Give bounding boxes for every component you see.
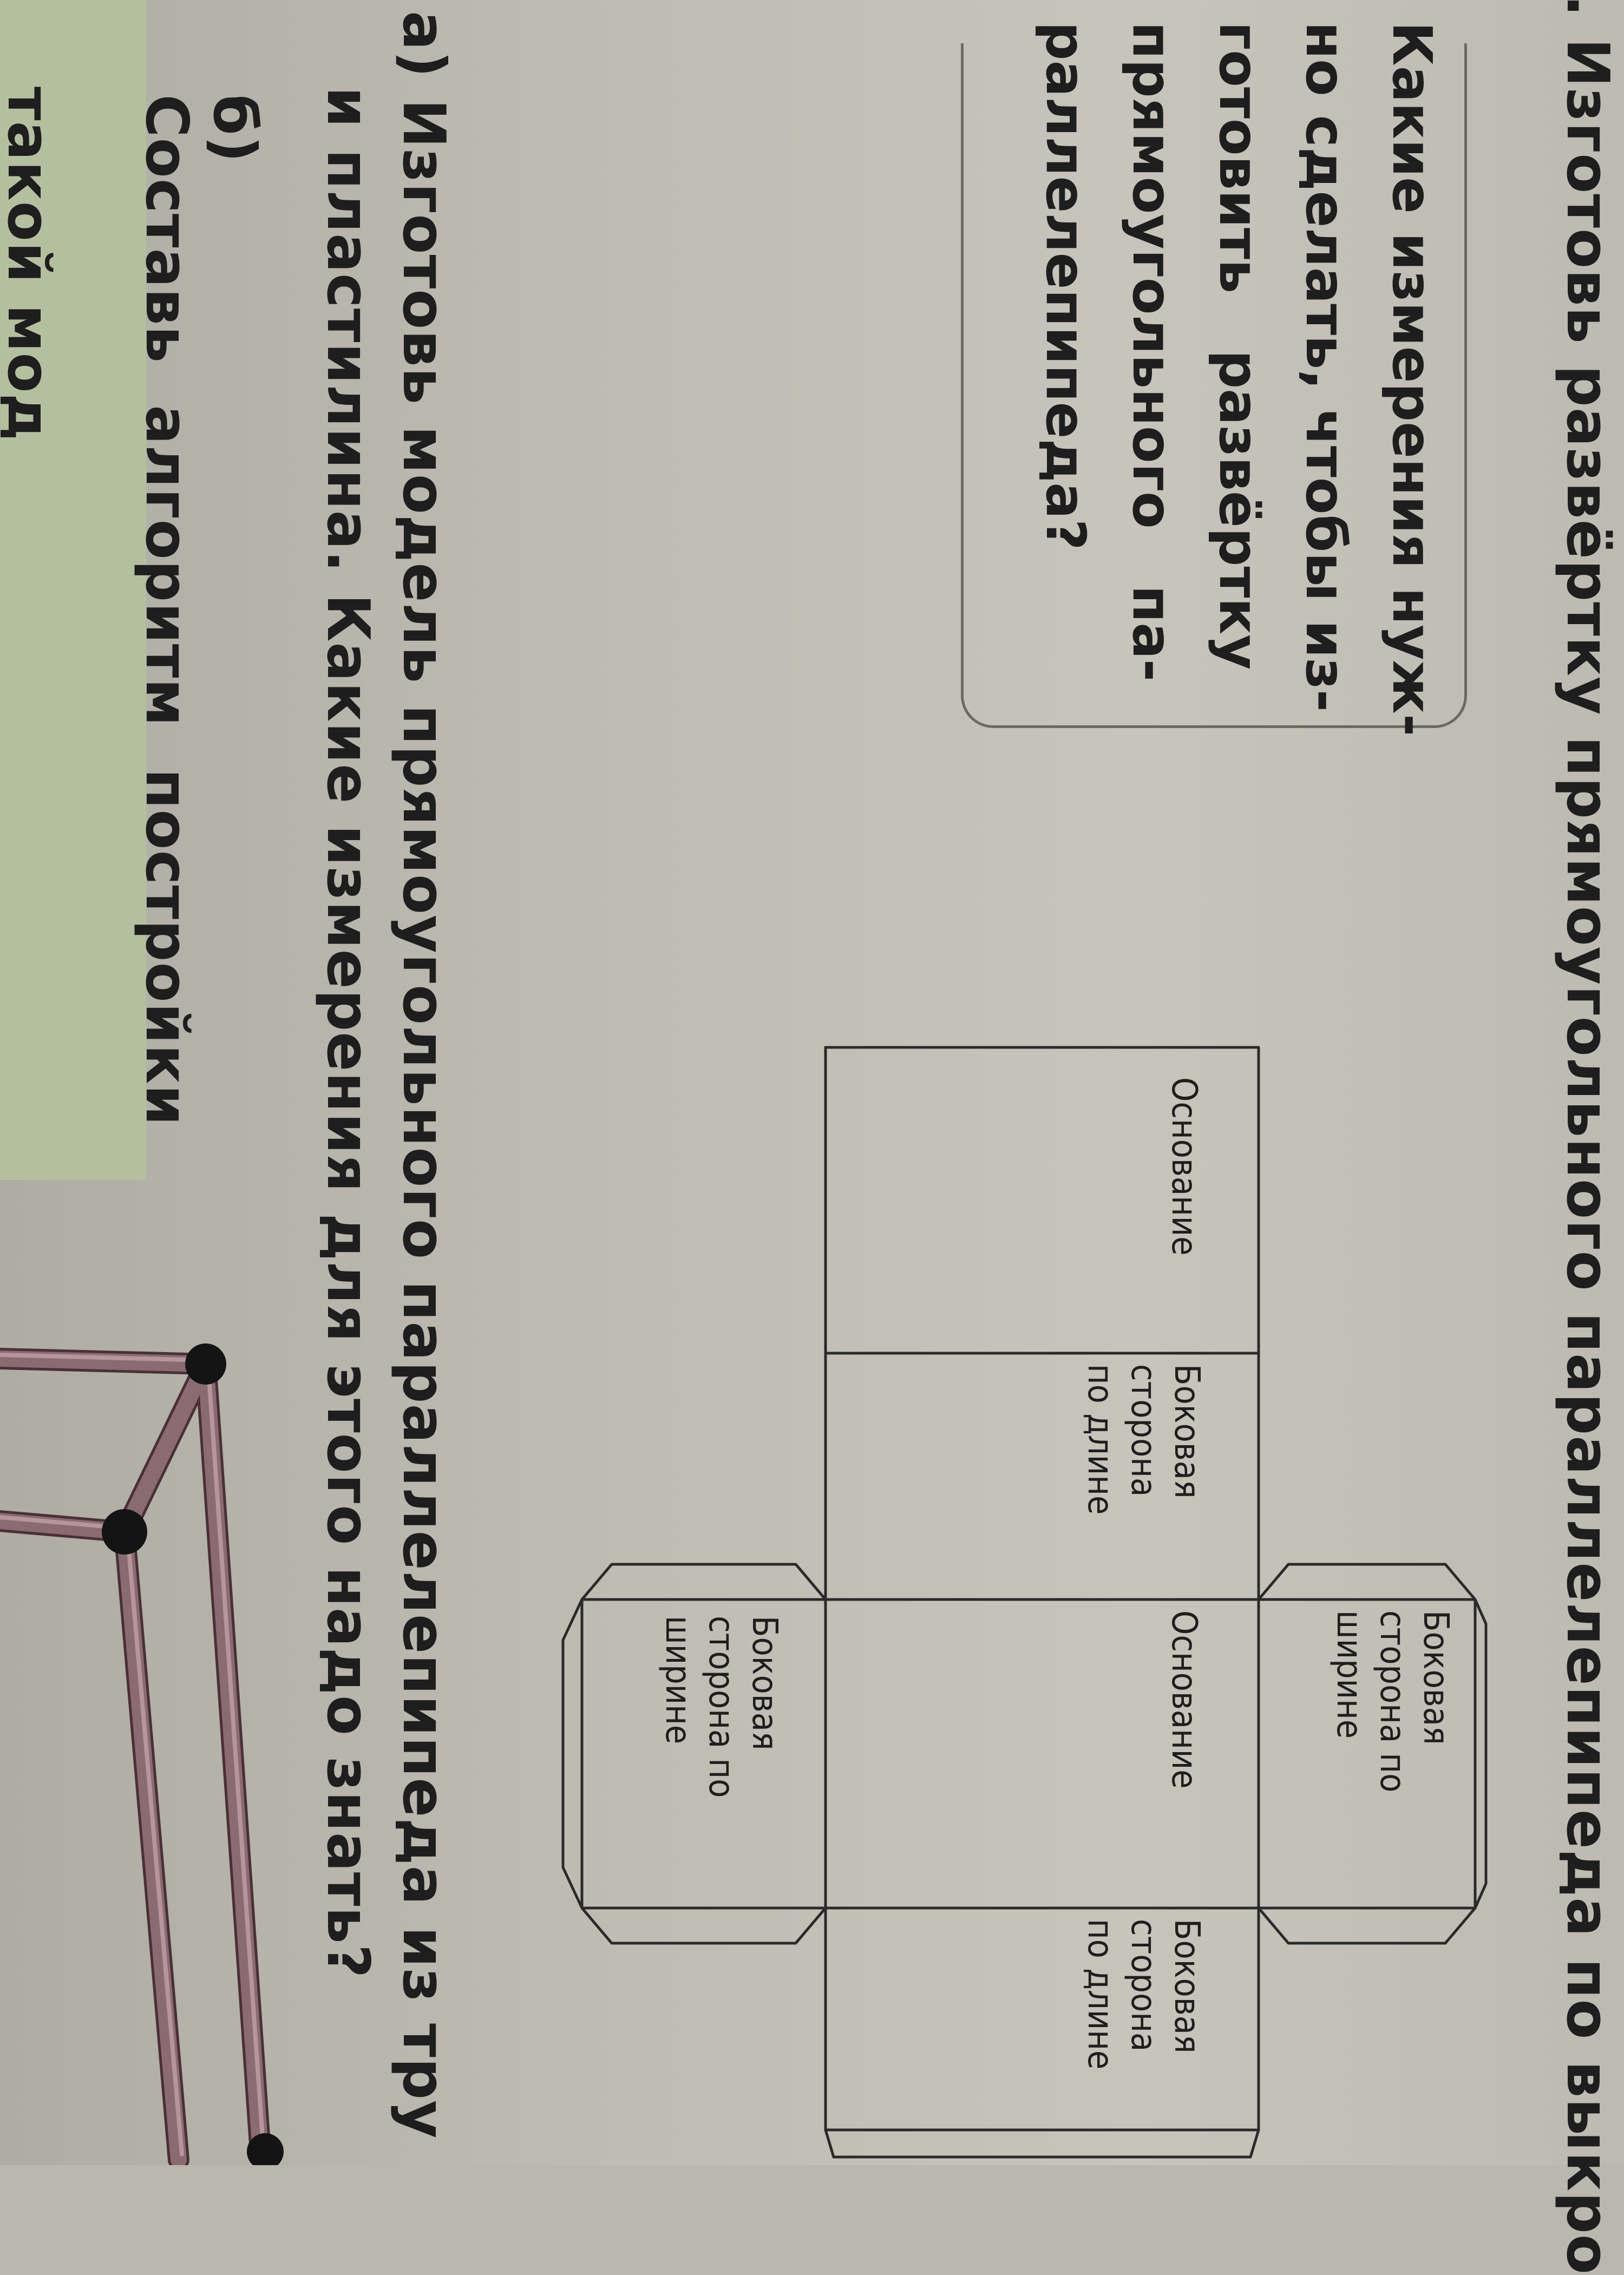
hint-line-3: готовить развёртку bbox=[1207, 22, 1271, 670]
label-side-width-top-l3: ширине bbox=[1329, 1610, 1369, 1739]
net-tab-side-top-3 bbox=[1474, 1598, 1488, 1910]
label-base-1: Основание bbox=[1164, 1077, 1204, 1256]
task-heading: . Изготовь развёртку прямоугольного пара… bbox=[1554, 0, 1621, 2275]
label-side-length-2-l1: Боковая bbox=[1167, 1919, 1207, 2054]
label-side-length-1-l3: по длине bbox=[1080, 1364, 1120, 1515]
label-side-width-top-l2: сторона по bbox=[1372, 1610, 1412, 1793]
tube-model-illustration bbox=[0, 1343, 284, 2165]
net-tab-side-bottom-2 bbox=[580, 1906, 827, 1945]
plasticine-joint-3 bbox=[247, 2133, 284, 2165]
label-side-width-bottom-l3: ширине bbox=[658, 1616, 698, 1745]
net-tab-main-end bbox=[824, 2128, 1260, 2159]
plasticine-joint-2 bbox=[102, 1509, 147, 1555]
task-heading-text: Изготовь развёртку прямоугольного паралл… bbox=[1554, 38, 1621, 2275]
label-side-length-2-l2: сторона bbox=[1123, 1919, 1163, 2052]
hint-line-4: прямоугольного па- bbox=[1121, 22, 1184, 682]
net-tab-side-top-1 bbox=[1257, 1563, 1477, 1601]
tube-edge-2 bbox=[116, 1524, 187, 2165]
hint-line-1: Какие измерения нуж- bbox=[1380, 22, 1444, 737]
part-a-line-1: а) Изготовь модель прямоугольного паралл… bbox=[390, 11, 457, 2139]
label-base-2: Основание bbox=[1164, 1610, 1204, 1789]
box-net-diagram bbox=[561, 1046, 1488, 2159]
part-b-marker: б) bbox=[200, 94, 268, 163]
part-b-line-2: такой мод bbox=[0, 87, 62, 441]
label-side-length-1-l1: Боковая bbox=[1167, 1364, 1207, 1499]
part-b-line-1-text: Составь алгоритм постройки bbox=[133, 94, 200, 1126]
net-tab-side-bottom-3 bbox=[561, 1598, 584, 1910]
part-b-line-1: б) Составь алгоритм постройки bbox=[65, 11, 336, 1126]
label-side-width-top-l1: Боковая bbox=[1416, 1610, 1456, 1745]
green-highlight-band bbox=[0, 0, 146, 1180]
task-number-fragment: . bbox=[1554, 0, 1621, 18]
tube-edge-5 bbox=[116, 1356, 214, 1540]
part-a-marker: а) bbox=[390, 11, 457, 78]
label-side-length-2-l3: по длине bbox=[1080, 1919, 1120, 2070]
tube-edge-1 bbox=[198, 1356, 268, 2152]
net-tab-side-top-2 bbox=[1257, 1906, 1477, 1945]
hint-line-5: раллелепипеда? bbox=[1034, 22, 1097, 550]
label-side-length-1-l2: сторона bbox=[1123, 1364, 1163, 1497]
label-side-width-bottom-l1: Боковая bbox=[744, 1616, 784, 1750]
tube-edge-3 bbox=[0, 1350, 214, 1372]
plasticine-joint-1 bbox=[185, 1343, 226, 1385]
net-tab-side-bottom-1 bbox=[580, 1563, 827, 1601]
part-a-line-1-text: Изготовь модель прямоугольного параллеле… bbox=[390, 99, 457, 2139]
hint-box bbox=[961, 43, 1467, 728]
part-a-line-2: и пластилина. Какие измерения для этого … bbox=[314, 87, 382, 1979]
hint-line-2: но сделать, чтобы из- bbox=[1294, 22, 1357, 712]
label-side-width-bottom-l2: сторона по bbox=[701, 1616, 741, 1798]
